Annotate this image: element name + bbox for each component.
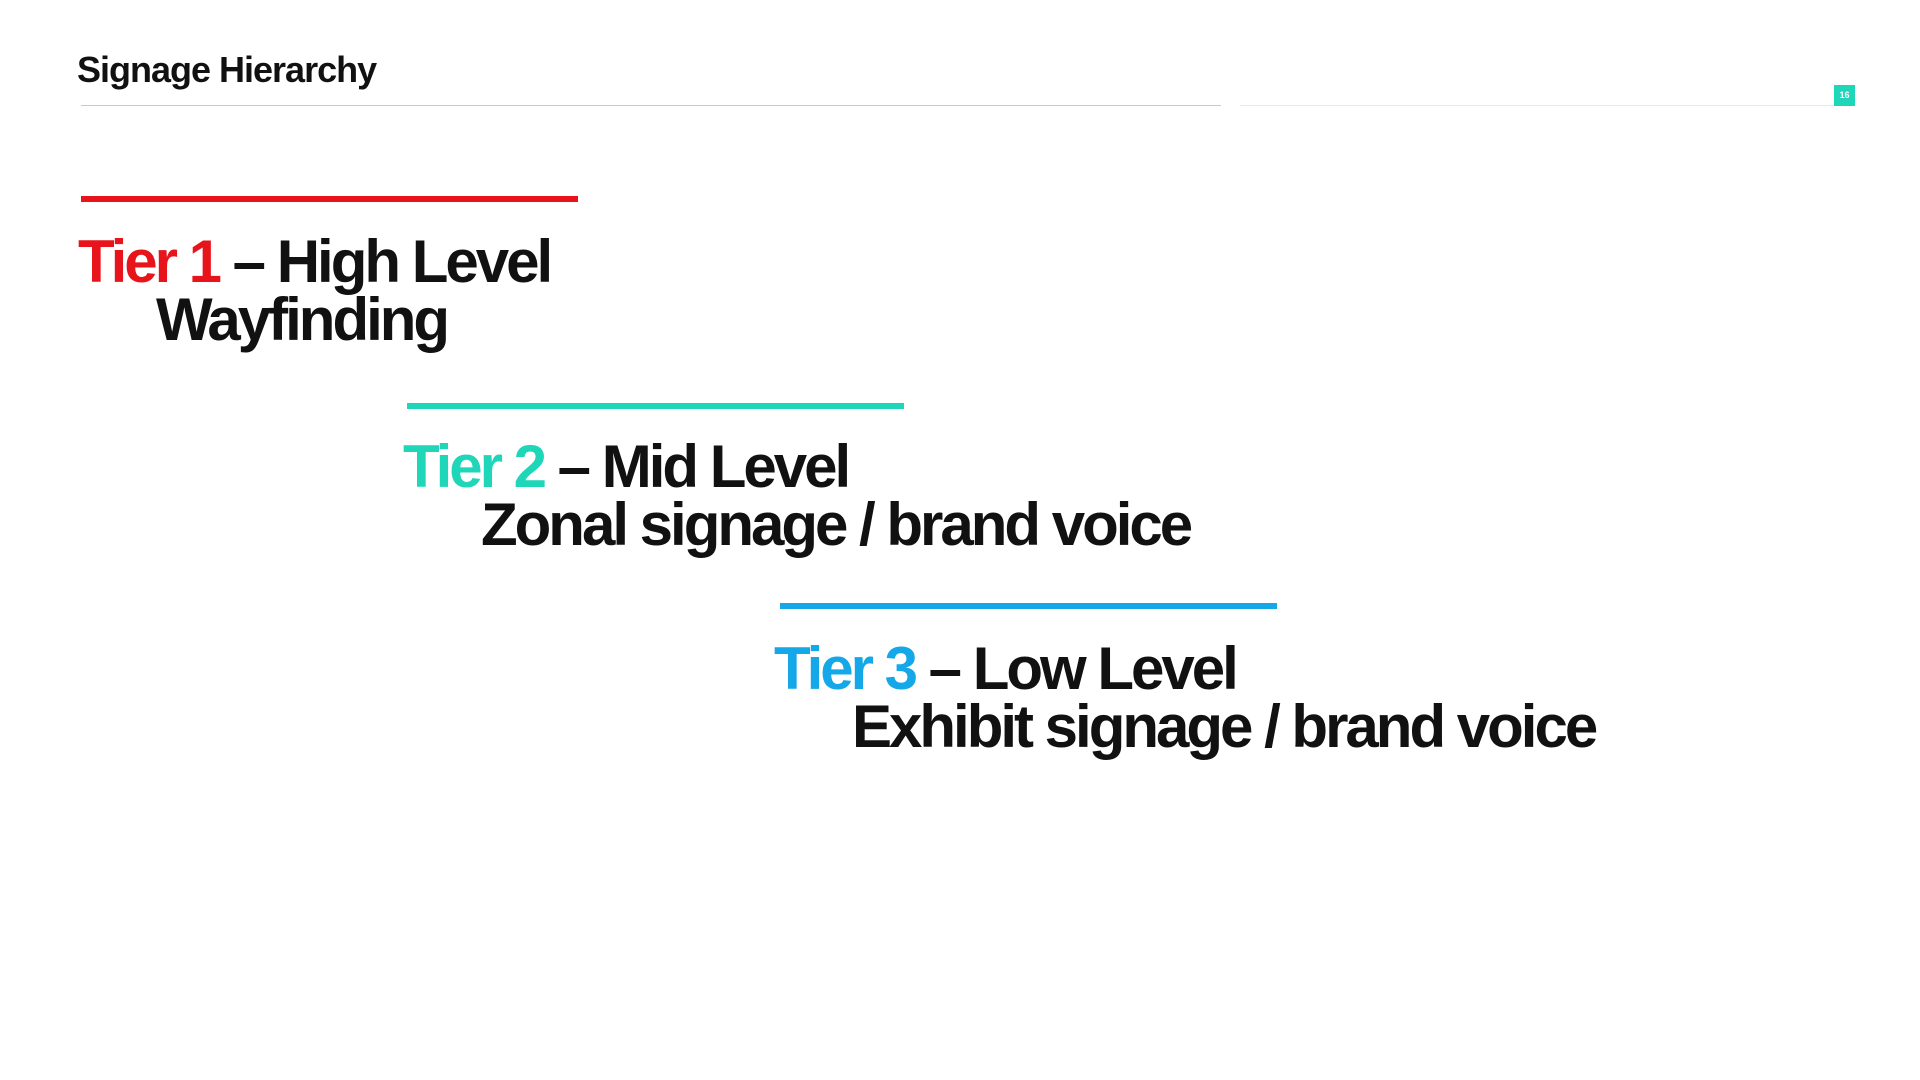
tier-1-description: Wayfinding [156,286,450,353]
tier-2-dash: – [544,433,602,500]
tier-2-description: Zonal signage / brand voice [481,491,1193,558]
tier-2-level: Mid Level [601,433,851,500]
tier-1-rule [81,196,578,202]
tier-1-level: High Level [276,228,553,295]
header-divider-accent [1240,105,1852,106]
tier-1-heading: Tier 1 – High Level Wayfinding [78,232,553,353]
tier-3-dash: – [915,635,973,702]
page-number-badge: 16 [1834,85,1855,106]
tier-3-rule [780,603,1277,609]
tier-1-dash: – [219,228,277,295]
slide-title: Signage Hierarchy [77,49,377,90]
tier-3-heading: Tier 3 – Low Level Exhibit signage / bra… [774,639,1598,760]
tier-2-rule [407,403,904,409]
header-divider [81,105,1221,106]
tier-2-name: Tier 2 [403,433,547,500]
tier-1-name: Tier 1 [78,228,222,295]
tier-3-level: Low Level [972,635,1239,702]
tier-2-heading: Tier 2 – Mid Level Zonal signage / brand… [403,437,1193,558]
tier-3-description: Exhibit signage / brand voice [852,693,1598,760]
tier-3-name: Tier 3 [774,635,918,702]
